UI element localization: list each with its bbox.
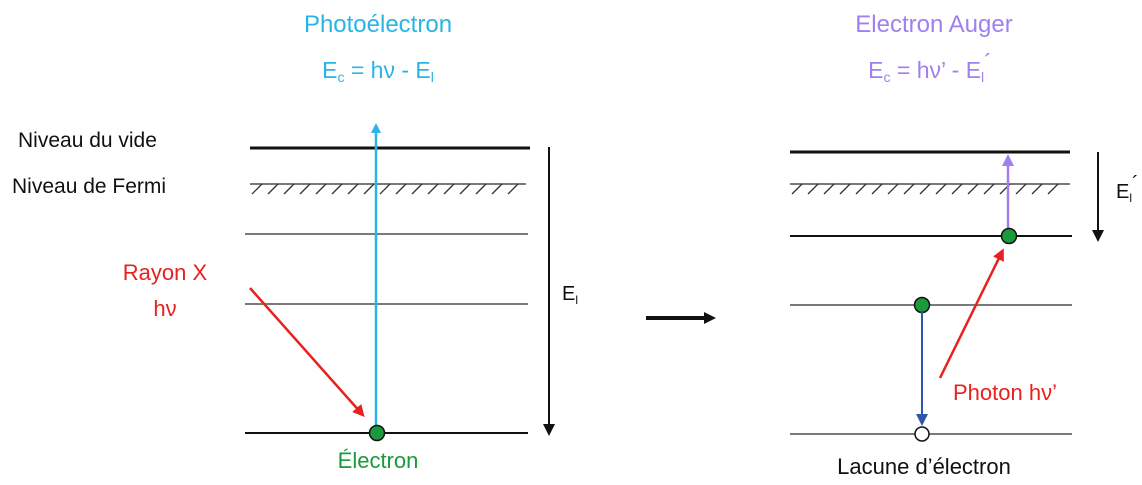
photon-arrow — [938, 248, 1004, 379]
auger-electron-dot — [1000, 227, 1018, 245]
xray-energy-label: hν — [153, 296, 176, 321]
vacuum-level-label: Niveau du vide — [18, 129, 157, 152]
auger-binding-energy-label: El´ — [1116, 173, 1139, 205]
fermi-hatching — [251, 183, 519, 195]
vacancy-label: Lacune d’électron — [837, 454, 1011, 479]
binding-energy-label: El — [562, 283, 578, 307]
vacancy-dot — [914, 426, 930, 442]
photoelectron-panel: Photoélectron Ec = hν - El Niveau du vid… — [12, 11, 578, 473]
auger-title: Electron Auger — [855, 11, 1012, 38]
auger-equation: Ec = hν’ - El´ — [868, 49, 992, 85]
auger-panel: Electron Auger Ec = hν’ - El´ Lacune d’é… — [790, 11, 1139, 479]
electron-label: Électron — [338, 448, 419, 473]
electron-dot — [368, 424, 386, 442]
photon-label: Photon hν’ — [953, 380, 1057, 405]
relaxing-electron-dot — [913, 296, 931, 314]
fermi-level-label: Niveau de Fermi — [12, 175, 166, 198]
auger-fermi-hatching — [791, 183, 1059, 195]
xray-arrow — [249, 287, 365, 417]
photoelectron-equation: Ec = hν - El — [322, 57, 434, 85]
xray-label: Rayon X — [123, 260, 208, 285]
photoelectron-title: Photoélectron — [304, 11, 452, 38]
